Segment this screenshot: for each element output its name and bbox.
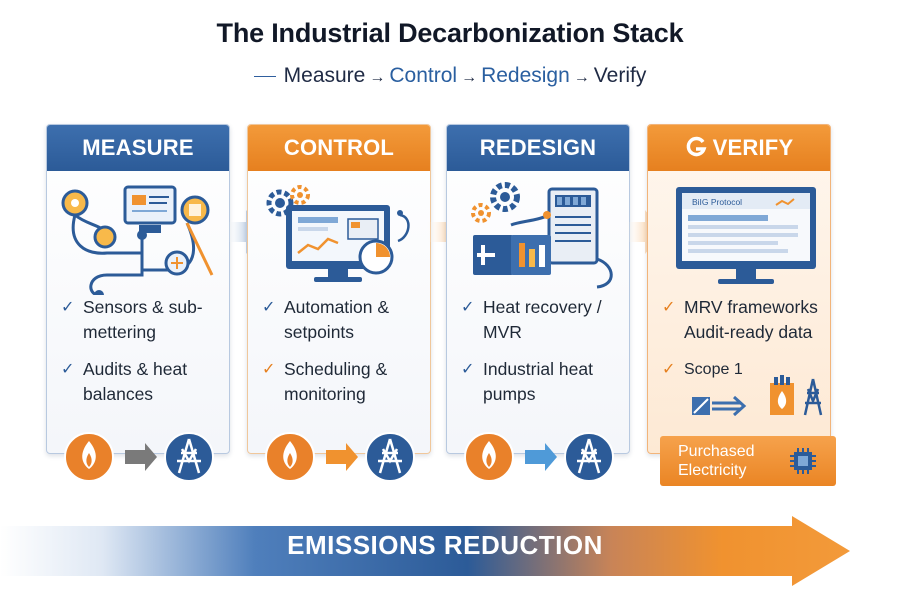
bullet-list: ✓ MRV frameworks Audit-ready data ✓ Scope …: [662, 295, 827, 394]
bullet-item: ✓ Automation & setpoints: [262, 295, 427, 345]
bullet-text: Automation & setpoints: [284, 297, 390, 342]
bullet-text: Heat recovery / MVR: [483, 297, 602, 342]
dash-divider: [253, 75, 276, 77]
flame-to-grid-icons: [265, 432, 415, 482]
check-icon: ✓: [461, 299, 475, 316]
subtitle-step-control: Control: [389, 64, 458, 87]
bullet-list: ✓ Automation & setpoints ✓ Scheduling & mo…: [262, 295, 427, 419]
panel-redesign: REDESIGN ✓ Heat recovery / MVR ✓ Industria…: [446, 124, 630, 482]
bullet-item: ✓ Sensors & sub-mettering: [61, 295, 226, 345]
check-icon: ✓: [61, 299, 75, 316]
subtitle-arrow: →: [461, 69, 478, 86]
panel-verify: VERIFY BiIG Protocol ✓ MRV frameworks Aud…: [647, 124, 831, 454]
control-monitor-icon: [266, 185, 410, 282]
check-icon: ✓: [662, 299, 676, 316]
check-icon: ✓: [61, 361, 75, 378]
chip-icon: [790, 448, 816, 474]
verify-monitor-icon: BiIG Protocol: [676, 187, 816, 284]
bullet-text: MRV frameworks: [684, 297, 818, 317]
bullet-text: Sensors & sub-mettering: [83, 297, 203, 342]
monitor-label: BiIG Protocol: [692, 197, 742, 207]
subtitle-step-verify: Verify: [593, 64, 647, 87]
emissions-reduction-label: EMISSIONS REDUCTION: [287, 530, 603, 560]
check-icon: ✓: [262, 361, 276, 378]
panel-heading: MEASURE: [47, 125, 229, 171]
flame-to-grid-icons: [464, 432, 614, 482]
panel-heading: VERIFY: [648, 125, 830, 171]
verify-logo-icon: [686, 136, 707, 157]
check-icon: ✓: [662, 361, 676, 378]
purchased-electricity-badge: Purchased Electricity: [660, 436, 836, 486]
scope-icons: [692, 375, 823, 417]
bullet-item: Audit-ready data: [662, 320, 827, 345]
bullet-text: Scheduling & monitoring: [284, 359, 388, 404]
bullet-list: ✓ Sensors & sub-mettering ✓ Audits & heat …: [61, 295, 226, 419]
bullet-text: Audit-ready data: [684, 322, 813, 342]
subtitle-arrow: →: [369, 69, 386, 86]
panel-heading-text: VERIFY: [712, 135, 794, 160]
subtitle-arrow: →: [573, 69, 590, 86]
emissions-reduction-arrow: [0, 516, 850, 586]
panel-control: CONTROL ✓ Automation & setpoints ✓ Schedul…: [247, 124, 431, 482]
panel-measure: MEASURE ✓ Sensors & sub-mettering ✓ Audits…: [46, 124, 230, 482]
bullet-item: ✓ Heat recovery / MVR: [461, 295, 626, 345]
panel-heading: CONTROL: [248, 125, 430, 171]
check-icon: ✓: [461, 361, 475, 378]
bullet-item: ✓ Audits & heat balances: [61, 357, 226, 407]
purchased-label: Purchased Electricity: [678, 443, 755, 479]
sensor-network-icon: [61, 185, 214, 295]
check-icon: ✓: [262, 299, 276, 316]
heat-pump-icon: [471, 182, 613, 289]
bullet-text: Audits & heat balances: [83, 359, 188, 404]
bullet-item: ✓ Scheduling & monitoring: [262, 357, 427, 407]
bullet-text: Industrial heat pumps: [483, 359, 593, 404]
bullet-text: Scope 1: [684, 361, 743, 378]
bullet-item: ✓ MRV frameworks: [662, 295, 827, 320]
subtitle-step-redesign: Redesign: [481, 64, 570, 87]
panel-heading: REDESIGN: [447, 125, 629, 171]
bullet-item: ✓ Industrial heat pumps: [461, 357, 626, 407]
bullet-list: ✓ Heat recovery / MVR ✓ Industrial heat pu…: [461, 295, 626, 419]
bullet-item: ✓ Scope 1: [662, 357, 827, 382]
page-title: The Industrial Decarbonization Stack: [216, 18, 684, 48]
subtitle-step-measure: Measure: [283, 64, 366, 87]
flame-to-grid-icons: [64, 432, 214, 482]
subtitle-flow: Measure→Control→Redesign→Verify: [0, 64, 900, 88]
